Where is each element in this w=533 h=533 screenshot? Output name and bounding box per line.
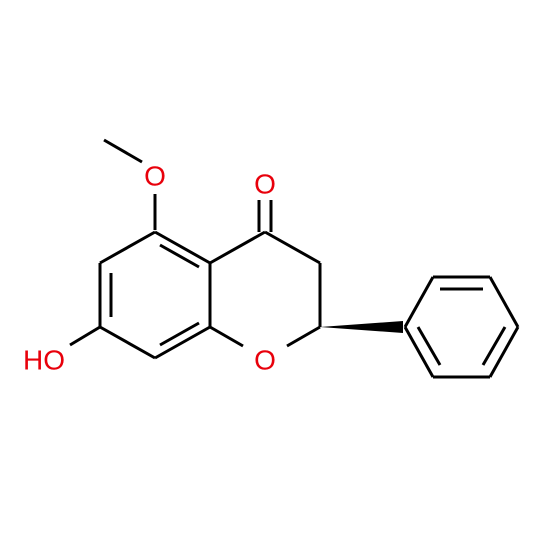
methoxy-oxygen-label: O bbox=[144, 160, 166, 191]
carbonyl-oxygen-label: O bbox=[254, 168, 276, 199]
bond-c8a-c8-inner bbox=[159, 321, 200, 347]
bond-phenyl-1-2 bbox=[403, 276, 435, 328]
bond-layer bbox=[69, 138, 520, 379]
bond-c8a-c8 bbox=[154, 325, 211, 360]
bond-phenyl-3-4 bbox=[488, 276, 520, 328]
bond-methyl-methoxy-oxygen bbox=[103, 138, 143, 164]
ring-oxygen-label: O bbox=[254, 344, 276, 375]
bond-phenyl-6-1-inner bbox=[416, 326, 442, 366]
hydroxyl-label: HO bbox=[23, 344, 65, 375]
bond-phenyl-4-5 bbox=[488, 326, 520, 378]
bond-c4-c3 bbox=[264, 230, 321, 265]
bond-phenyl-4-5-inner bbox=[481, 326, 507, 366]
wedge-bond-c2-phenyl bbox=[320, 321, 403, 333]
bond-c6-c5 bbox=[99, 230, 156, 265]
bond-c4a-c4 bbox=[209, 230, 266, 265]
bond-c5-c4a bbox=[154, 230, 211, 265]
bond-c7-hydroxyl bbox=[69, 325, 101, 347]
bond-phenyl-6-1 bbox=[403, 326, 435, 378]
bond-ring-oxygen-c8a bbox=[209, 325, 244, 348]
bond-c8-c7 bbox=[99, 325, 156, 360]
bond-c4a-c5-inner bbox=[159, 243, 200, 269]
bond-c2-ring-oxygen bbox=[286, 325, 321, 348]
